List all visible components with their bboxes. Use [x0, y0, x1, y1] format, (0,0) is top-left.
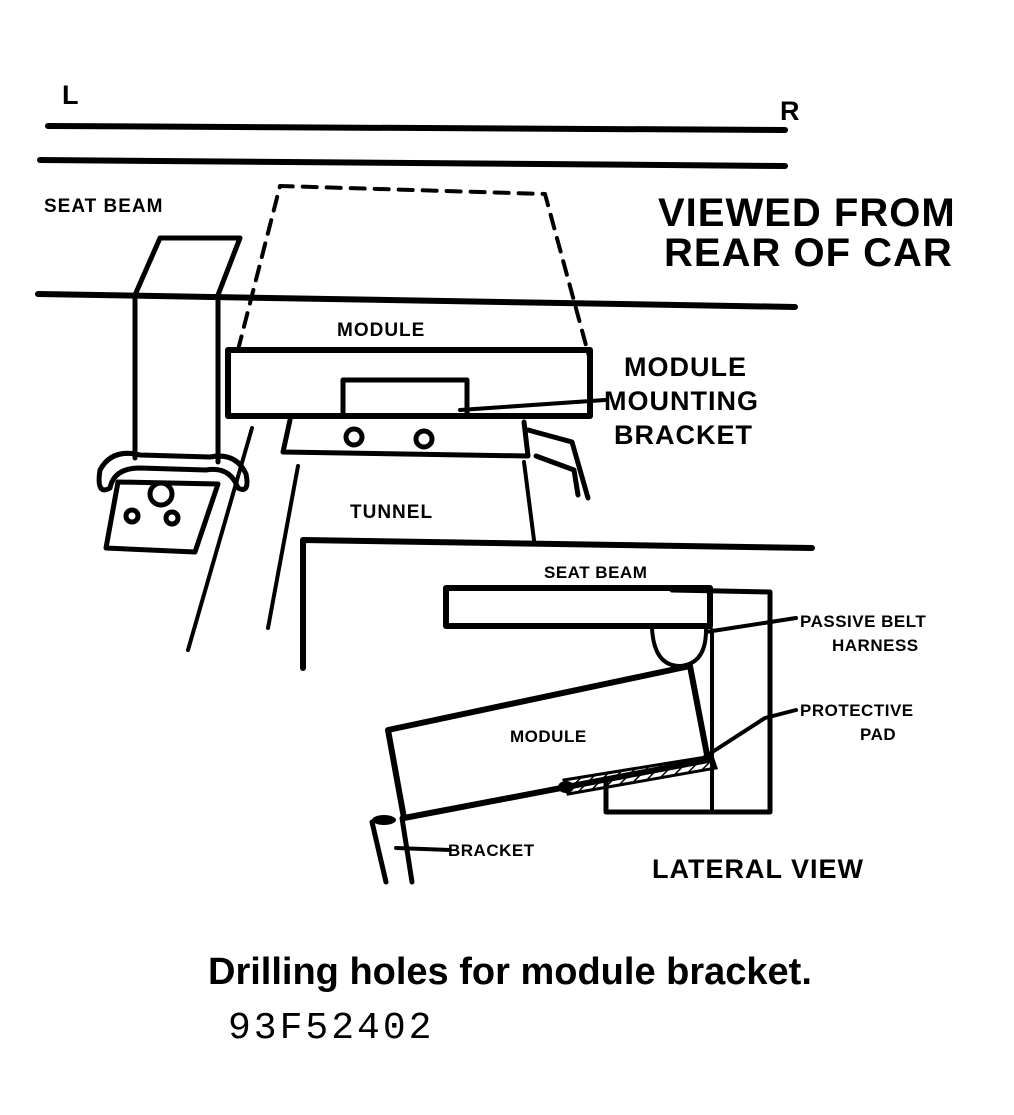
protective-pad-label-2: PAD	[860, 725, 896, 744]
seat-beam-line	[35, 291, 798, 310]
leader-mounting-bracket	[458, 398, 607, 412]
protective-pad-label: PROTECTIVE	[800, 701, 914, 720]
viewed-from-label: VIEWED FROM	[658, 191, 956, 235]
module-label: MODULE	[337, 320, 425, 341]
lateral-seat-beam	[443, 585, 713, 629]
mounting-bracket-label-2: MOUNTING	[604, 386, 759, 416]
lateral-module-label: MODULE	[510, 727, 587, 746]
lateral-frame	[603, 587, 773, 815]
rear-view	[35, 123, 815, 671]
viewed-from-label-2: REAR OF CAR	[664, 231, 953, 275]
figure-caption: Drilling holes for module bracket.	[208, 951, 812, 993]
passive-belt-label-2: HARNESS	[832, 636, 919, 655]
leader-bracket	[394, 846, 452, 852]
mounting-bracket-label: MODULE	[624, 352, 747, 382]
bracket-tab	[525, 427, 591, 501]
tunnel-edge	[266, 464, 300, 630]
mounting-bracket-label-3: BRACKET	[614, 420, 753, 450]
lateral-seat-beam-label: SEAT BEAM	[544, 563, 647, 582]
top-line-lower	[37, 157, 788, 169]
seat-beam-bracket	[96, 235, 250, 555]
leader-protective-pad	[698, 708, 798, 762]
tunnel-label: TUNNEL	[350, 502, 433, 523]
figure-id: 93F52402	[228, 1007, 434, 1050]
lateral-view-label: LATERAL VIEW	[652, 854, 864, 884]
seat-beam-label: SEAT BEAM	[44, 196, 163, 217]
bracket-hole	[413, 428, 435, 450]
dashed-outline	[236, 184, 592, 362]
lateral-view	[369, 585, 798, 885]
tunnel-edge	[522, 460, 536, 542]
protective-pad	[562, 754, 718, 796]
pad-end	[558, 781, 574, 793]
bracket-hole	[343, 426, 365, 448]
leader-belt-harness	[704, 616, 798, 634]
bracket-label: BRACKET	[448, 841, 535, 860]
passive-belt-label: PASSIVE BELT	[800, 612, 926, 631]
mounting-bracket-base	[280, 417, 531, 459]
tunnel-edge	[186, 426, 254, 652]
left-marker: L	[62, 80, 80, 110]
mounting-bracket-window	[340, 377, 470, 419]
tunnel-frame	[300, 537, 815, 671]
top-line-upper	[45, 123, 788, 133]
bracket-end	[372, 815, 396, 825]
belt-harness	[650, 626, 708, 668]
right-marker: R	[780, 96, 801, 126]
